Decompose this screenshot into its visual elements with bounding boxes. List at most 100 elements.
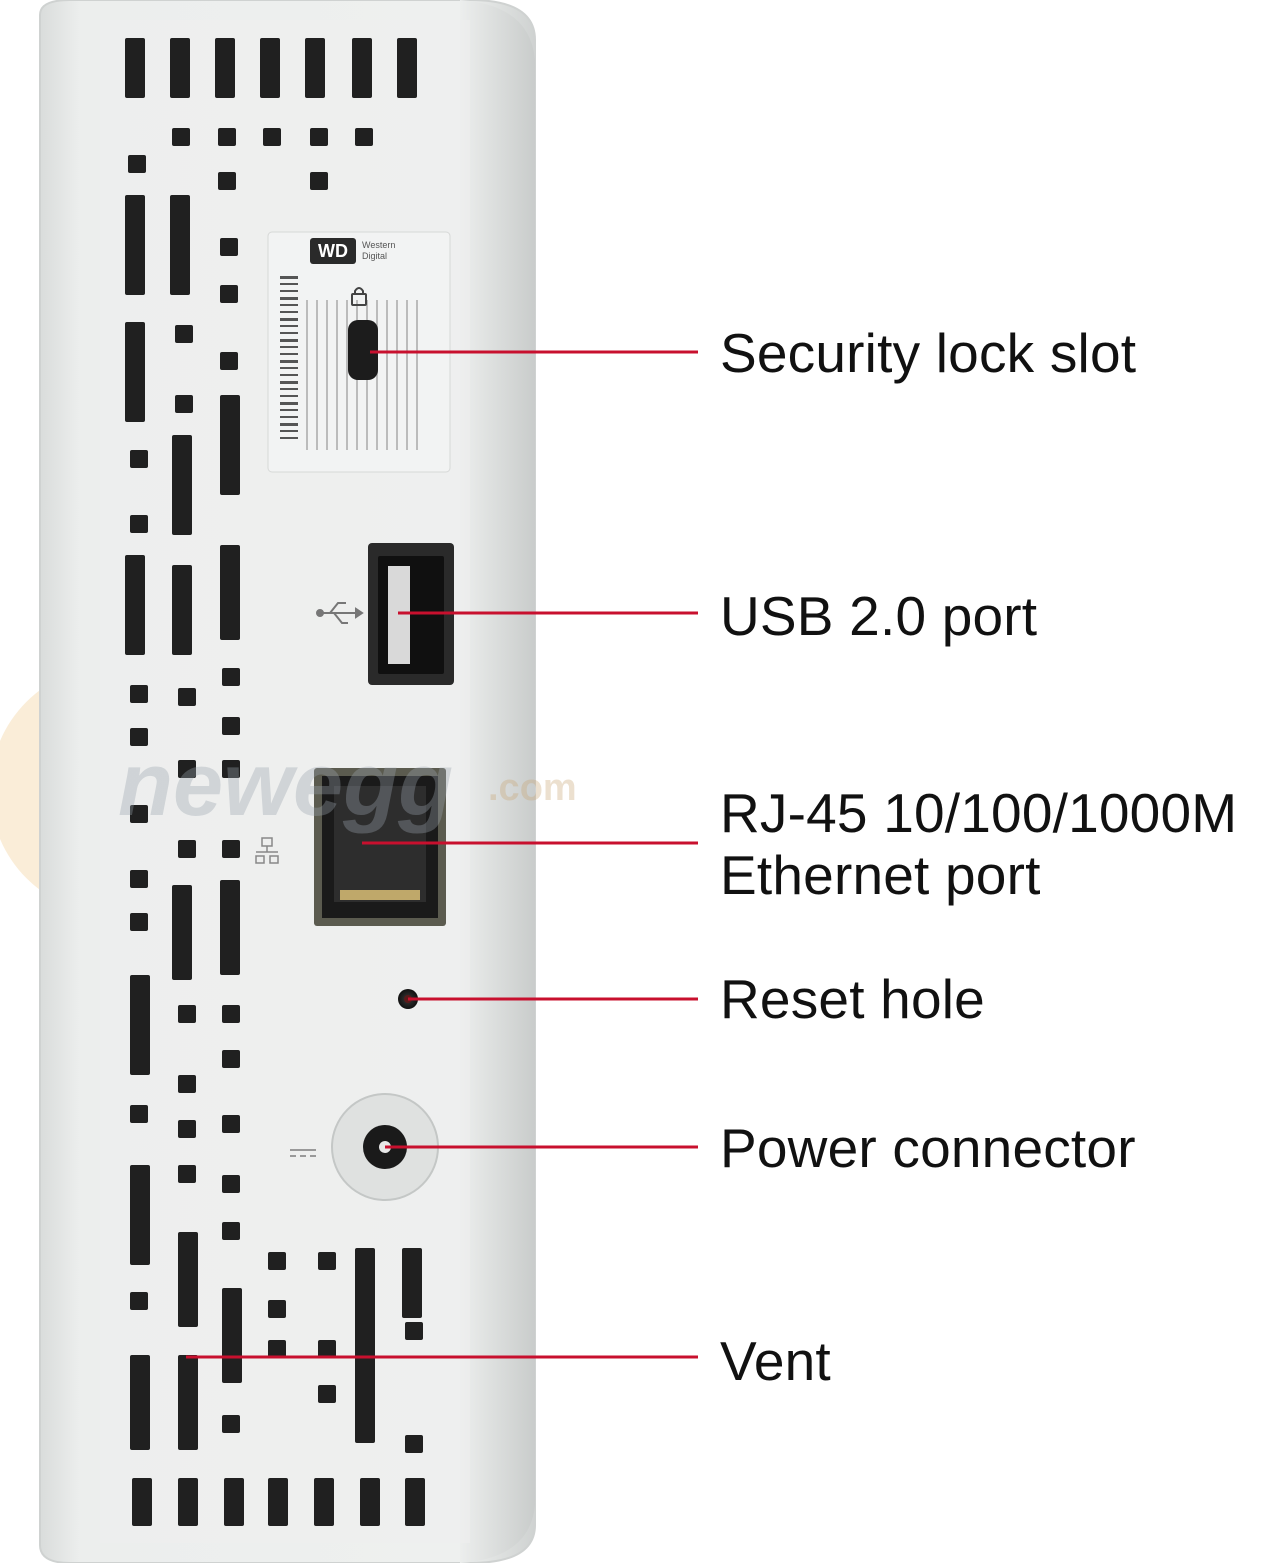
label-ethernet-line2: Ethernet port bbox=[720, 844, 1041, 906]
ethernet-port bbox=[255, 768, 446, 926]
label-usb-port: USB 2.0 port bbox=[720, 585, 1038, 647]
barcode-bar bbox=[280, 332, 298, 334]
label-ethernet-port: RJ-45 10/100/1000M Ethernet port bbox=[720, 782, 1237, 906]
vent-square bbox=[178, 688, 196, 706]
label-vent: Vent bbox=[720, 1330, 831, 1392]
brand-name-line1: Western bbox=[362, 240, 395, 250]
barcode-bar bbox=[280, 388, 298, 390]
barcode-bar bbox=[280, 339, 298, 342]
vent-slot bbox=[405, 1478, 425, 1526]
vent-square bbox=[130, 728, 148, 746]
fine-print-line bbox=[316, 300, 318, 450]
vent-square bbox=[172, 128, 190, 146]
security-lock-slot bbox=[348, 320, 378, 380]
watermark-suffix: .com bbox=[488, 767, 577, 809]
vent-slot bbox=[397, 38, 417, 98]
vent-square bbox=[178, 1165, 196, 1183]
vent-square bbox=[178, 1005, 196, 1023]
vent-slot bbox=[172, 885, 192, 980]
vent-square bbox=[218, 128, 236, 146]
fine-print-line bbox=[376, 300, 378, 450]
vent-square bbox=[268, 1300, 286, 1318]
vent-slot bbox=[130, 1165, 150, 1265]
vent-square bbox=[178, 840, 196, 858]
product-label-sticker: WD Western Digital bbox=[267, 231, 451, 473]
vent-slot bbox=[220, 395, 240, 495]
vent-square bbox=[178, 760, 196, 778]
vent-square bbox=[222, 840, 240, 858]
fine-print-line bbox=[336, 300, 338, 450]
vent-square bbox=[130, 515, 148, 533]
vent-slot bbox=[125, 322, 145, 422]
vent-slot bbox=[170, 195, 190, 295]
vent-slot bbox=[355, 1248, 375, 1443]
power-dc-icon bbox=[290, 1149, 316, 1157]
vent-square bbox=[222, 1175, 240, 1193]
vent-square bbox=[130, 450, 148, 468]
vent-holes bbox=[125, 38, 425, 1526]
vent-slot bbox=[220, 880, 240, 975]
vent-slot bbox=[222, 1288, 242, 1383]
usb-icon bbox=[316, 602, 364, 624]
vent-slot bbox=[268, 1478, 288, 1526]
vent-slot bbox=[172, 435, 192, 535]
vent-square bbox=[128, 155, 146, 173]
barcode-bar bbox=[280, 297, 298, 300]
vent-slot bbox=[352, 38, 372, 98]
vent-square bbox=[175, 395, 193, 413]
vent-square bbox=[222, 668, 240, 686]
wd-logo-text: WD bbox=[318, 241, 348, 261]
wd-logo bbox=[310, 238, 356, 264]
vent-slot bbox=[314, 1478, 334, 1526]
lock-icon bbox=[351, 287, 367, 306]
vent-slot bbox=[125, 38, 145, 98]
brand-name-line2: Digital bbox=[362, 251, 387, 261]
vent-square bbox=[405, 1322, 423, 1340]
label-ethernet-line1: RJ-45 10/100/1000M bbox=[720, 782, 1238, 844]
vent-square bbox=[310, 172, 328, 190]
vent-slot bbox=[260, 38, 280, 98]
barcode-bar bbox=[280, 304, 298, 306]
vent-slot bbox=[402, 1248, 422, 1318]
fine-print-line bbox=[396, 300, 398, 450]
barcode-bar bbox=[280, 276, 298, 279]
vent-square bbox=[222, 1050, 240, 1068]
fine-print-line bbox=[406, 300, 408, 450]
barcode-bar bbox=[280, 325, 298, 327]
vent-square bbox=[178, 1075, 196, 1093]
vent-square bbox=[130, 1105, 148, 1123]
vent-square bbox=[268, 1252, 286, 1270]
barcode-bar bbox=[280, 346, 298, 348]
vent-square bbox=[130, 1292, 148, 1310]
barcode-bar bbox=[280, 374, 298, 376]
barcode-bar bbox=[280, 353, 298, 355]
fine-print-line bbox=[326, 300, 328, 450]
vent-square bbox=[130, 685, 148, 703]
barcode-bar bbox=[280, 416, 298, 418]
vent-slot bbox=[215, 38, 235, 98]
vent-square bbox=[175, 325, 193, 343]
vent-square bbox=[222, 760, 240, 778]
vent-square bbox=[218, 172, 236, 190]
barcode-bar bbox=[280, 381, 298, 384]
vent-square bbox=[222, 717, 240, 735]
vent-slot bbox=[172, 565, 192, 655]
leader-lines bbox=[186, 350, 698, 1359]
barcode bbox=[280, 276, 298, 439]
vent-slot bbox=[220, 545, 240, 640]
vent-square bbox=[178, 1120, 196, 1138]
fine-print-line bbox=[346, 300, 348, 450]
fine-print-line bbox=[386, 300, 388, 450]
vent-slot bbox=[132, 1478, 152, 1526]
vent-slot bbox=[125, 555, 145, 655]
vent-square bbox=[130, 870, 148, 888]
vent-square bbox=[318, 1385, 336, 1403]
vent-square bbox=[222, 1222, 240, 1240]
barcode-bar bbox=[280, 318, 298, 321]
vent-square bbox=[222, 1005, 240, 1023]
watermark-text: newegg .com bbox=[118, 735, 577, 835]
vent-slot bbox=[178, 1478, 198, 1526]
vent-slot bbox=[178, 1232, 198, 1327]
